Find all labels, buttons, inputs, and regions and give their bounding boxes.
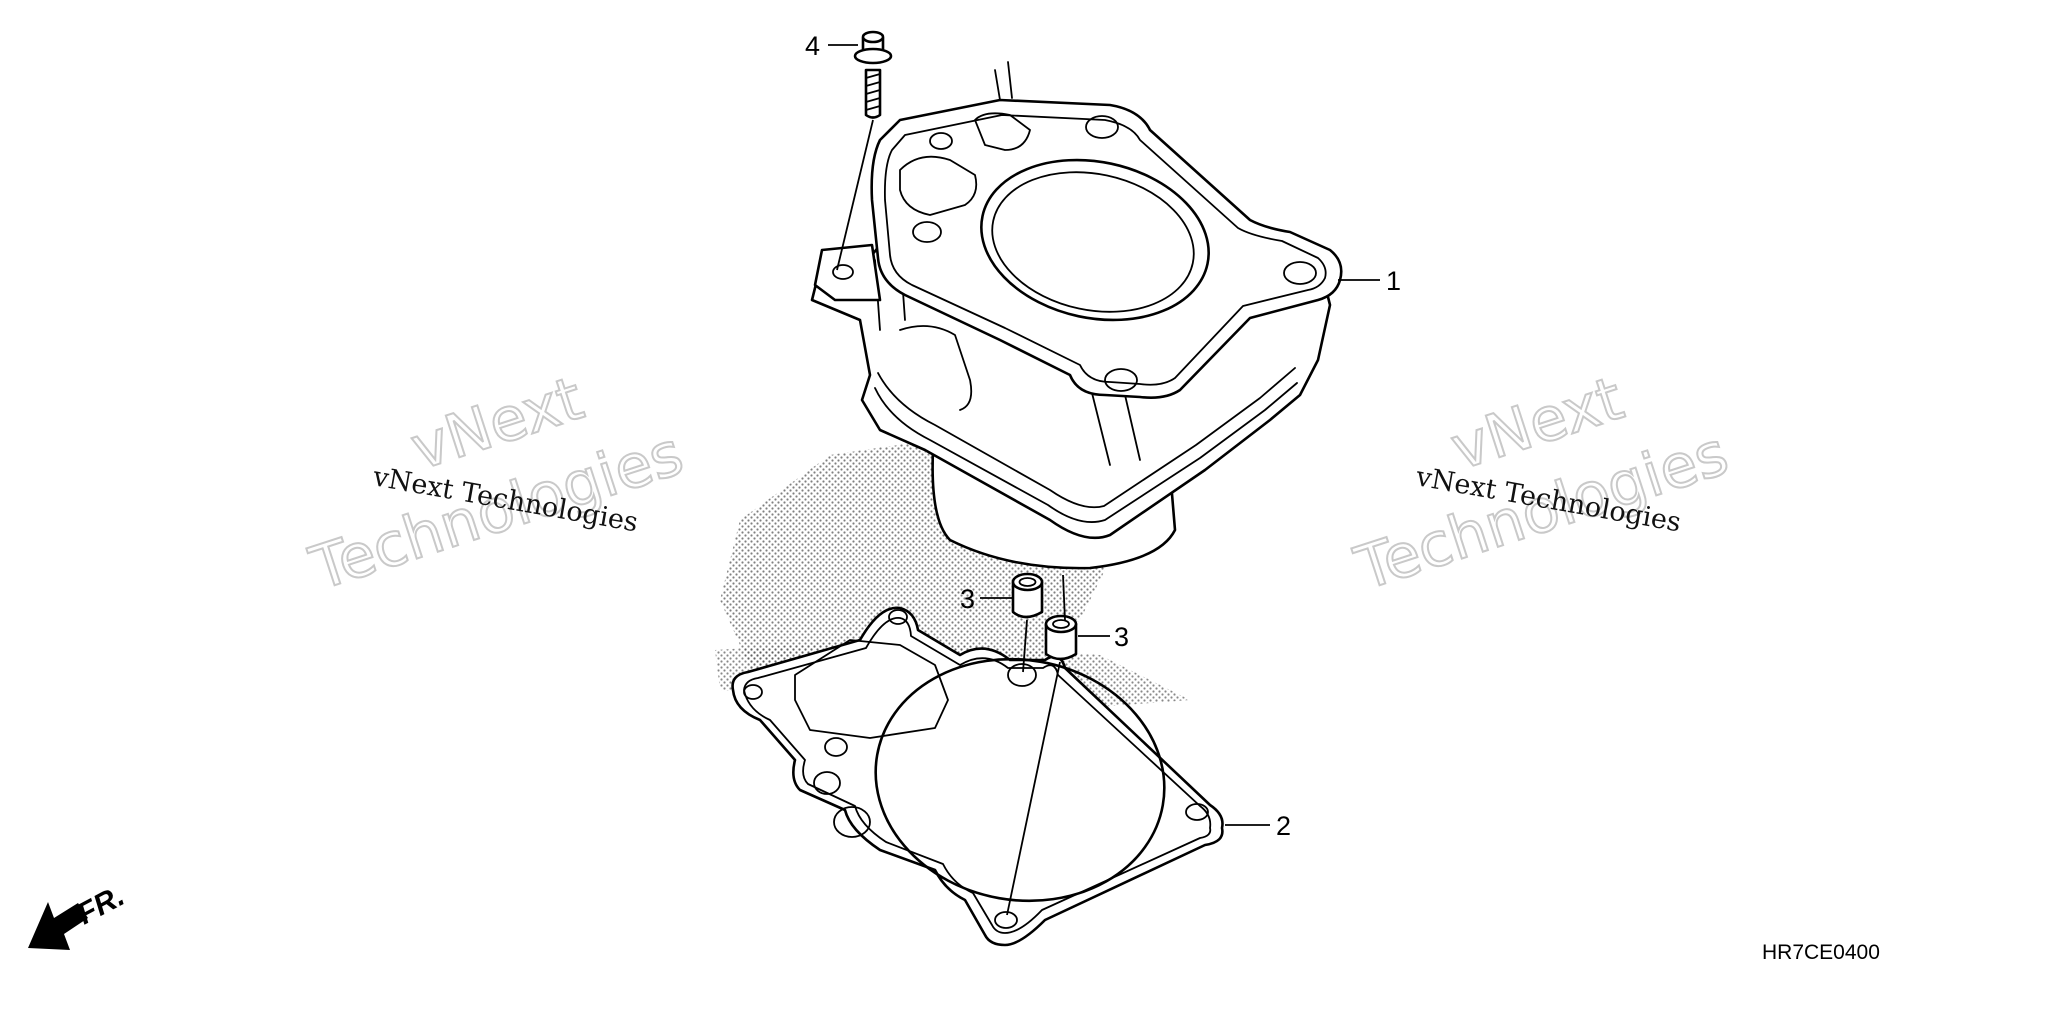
front-label: FR.: [72, 879, 130, 931]
dowel-pin-right: [1044, 614, 1078, 661]
callout-gasket: 2: [1276, 811, 1291, 841]
cylinder-block: [810, 61, 1343, 570]
leader-lines: [828, 44, 1380, 916]
watermark-left: vNext Technologies vNext Technologies: [301, 363, 692, 606]
arrow-left-down-icon: [28, 902, 88, 950]
dowel-pin-left: [1011, 572, 1044, 619]
watermark-right: vNext Technologies vNext Technologies: [1346, 363, 1737, 606]
callout-bolt: 4: [805, 31, 820, 61]
flange-bolt: [853, 30, 893, 119]
front-direction-indicator: FR.: [28, 879, 130, 950]
callout-dowel-left: 3: [960, 584, 975, 614]
drawing-code: HR7CE0400: [1762, 941, 1880, 964]
callouts: 4 1 3 3 2: [805, 31, 1401, 841]
callout-cylinder: 1: [1386, 266, 1401, 296]
callout-dowel-right: 3: [1114, 622, 1129, 652]
cylinder-gasket: [731, 606, 1224, 947]
